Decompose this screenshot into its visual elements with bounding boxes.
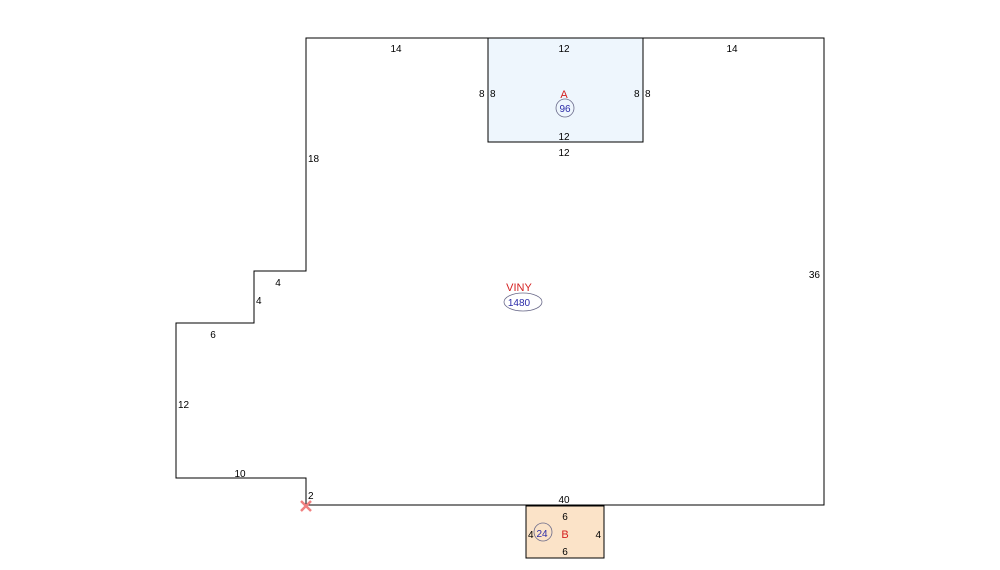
dim-main-top-right: 14 <box>726 44 738 55</box>
room-a-area-ring <box>555 98 575 118</box>
room-a-outline[interactable] <box>487 37 644 143</box>
main-area-label: VINY <box>506 282 532 294</box>
dim-main-step-side: 4 <box>256 296 262 307</box>
start-point-x-icon[interactable] <box>300 500 312 512</box>
room-a-label: A <box>560 89 568 101</box>
dim-main-bottom: 40 <box>558 495 570 506</box>
dim-b-bottom: 6 <box>562 547 568 558</box>
room-b-outline[interactable] <box>525 505 605 559</box>
dim-a-left-inner: 8 <box>490 89 496 100</box>
dim-main-mid-top: 6 <box>210 330 216 341</box>
dim-main-left-lower: 12 <box>178 400 190 411</box>
dim-a-left-outer: 8 <box>479 89 485 100</box>
main-area-ring <box>503 292 543 312</box>
dim-b-right: 4 <box>595 530 601 541</box>
dim-a-bottom-inner: 12 <box>558 132 570 143</box>
room-b-area-value: 24 <box>536 529 548 540</box>
dim-a-bottom-outer: 12 <box>558 148 570 159</box>
dim-a-right-inner: 8 <box>634 89 640 100</box>
dim-a-right-outer: 8 <box>645 89 651 100</box>
room-b-area-ring <box>533 522 553 542</box>
main-area-value: 1480 <box>508 298 531 309</box>
dim-b-top: 6 <box>562 512 568 523</box>
dim-main-step-top: 4 <box>275 278 281 289</box>
dim-main-left-upper: 18 <box>308 154 320 165</box>
dim-main-top-left: 14 <box>390 44 402 55</box>
dim-main-bottom-step: 2 <box>308 491 314 502</box>
dim-a-top: 12 <box>558 44 570 55</box>
room-b-label: B <box>561 529 568 541</box>
dim-main-bottom-left: 10 <box>234 469 246 480</box>
room-a-area-value: 96 <box>559 104 571 115</box>
dim-main-right: 36 <box>809 270 821 281</box>
dim-b-left: 4 <box>528 530 534 541</box>
main-area-outline[interactable] <box>175 37 825 506</box>
